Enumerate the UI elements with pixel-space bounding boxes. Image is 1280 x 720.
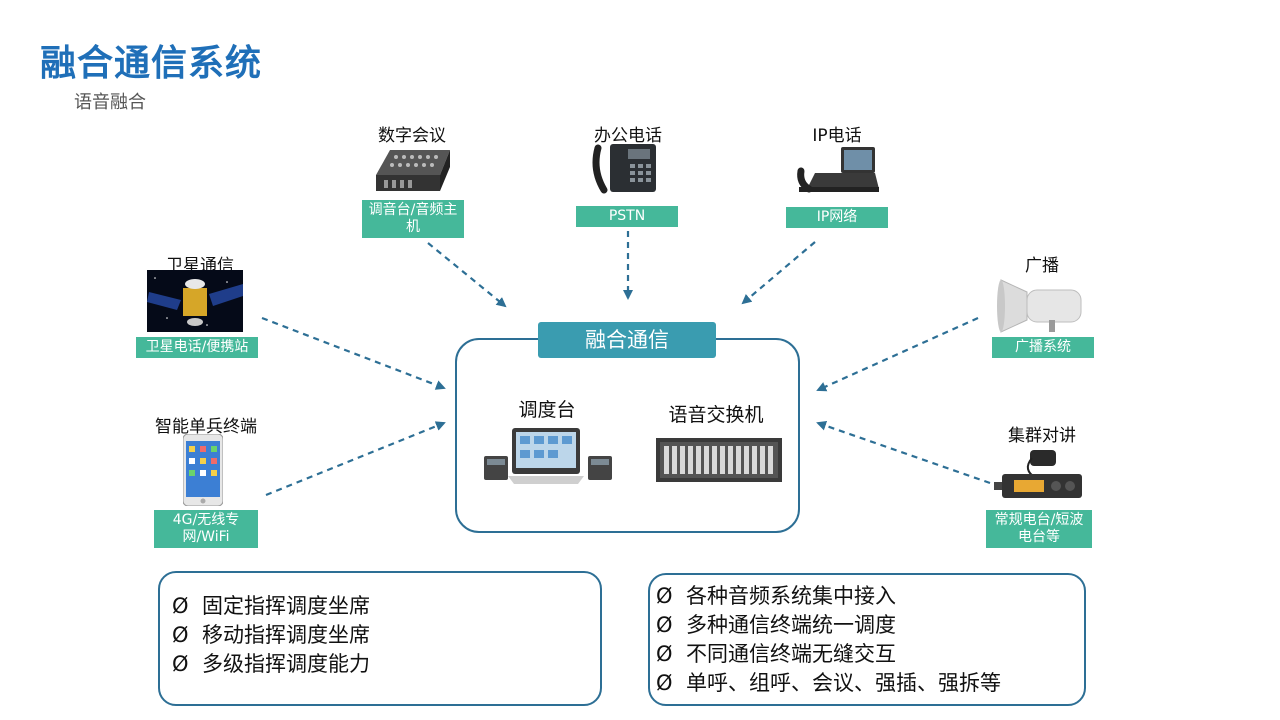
bullet-icon: Ø [656, 671, 673, 695]
center-title: 融合通信 [538, 322, 716, 358]
node-label-terminal: 智能单兵终端 [155, 417, 257, 437]
node-label-conference: 数字会议 [378, 126, 446, 146]
bullet-icon: Ø [656, 613, 673, 637]
dispatch-console-icon [484, 428, 612, 484]
loudspeaker-icon [997, 279, 1082, 333]
feature-box-right [648, 573, 1086, 706]
arrow-broadcast [816, 316, 979, 392]
desk-phone-icon [592, 144, 656, 194]
node-label-broadcast: 广播 [1025, 256, 1059, 276]
arrow-conference [427, 242, 507, 308]
node-label-trunk: 集群对讲 [1008, 426, 1076, 446]
bullet-icon: Ø [172, 652, 189, 676]
satellite-icon [147, 270, 243, 332]
bullet-icon: Ø [656, 642, 673, 666]
bullet-icon: Ø [172, 623, 189, 647]
feature-box-left [158, 571, 602, 706]
page-subtitle: 语音融合 [74, 92, 146, 113]
smartphone-icon [183, 434, 223, 506]
node-label-ip: IP电话 [812, 126, 862, 146]
switch-label: 语音交换机 [668, 404, 764, 426]
node-tag-conference: 调音台/音频主机 [362, 200, 464, 238]
bullet-icon: Ø [172, 594, 189, 618]
ip-phone-icon [797, 147, 879, 193]
page-title: 融合通信系统 [40, 43, 263, 84]
node-tag-satellite: 卫星电话/便携站 [136, 337, 258, 358]
node-tag-office: PSTN [576, 206, 678, 227]
node-tag-ip: IP网络 [786, 207, 888, 228]
console-label: 调度台 [518, 399, 576, 421]
mixer-icon [376, 150, 450, 191]
bullet-icon: Ø [656, 584, 673, 608]
arrow-terminal [265, 421, 446, 497]
node-tag-terminal: 4G/无线专网/WiFi [154, 510, 258, 548]
node-label-office: 办公电话 [594, 126, 662, 146]
arrow-satellite [261, 316, 446, 390]
node-tag-trunk: 常规电台/短波电台等 [986, 510, 1092, 548]
voice-switch-icon [656, 438, 782, 482]
arrow-ip [741, 241, 816, 305]
node-tag-broadcast: 广播系统 [992, 337, 1094, 358]
radio-station-icon [994, 450, 1082, 498]
arrow-trunk [816, 420, 991, 485]
